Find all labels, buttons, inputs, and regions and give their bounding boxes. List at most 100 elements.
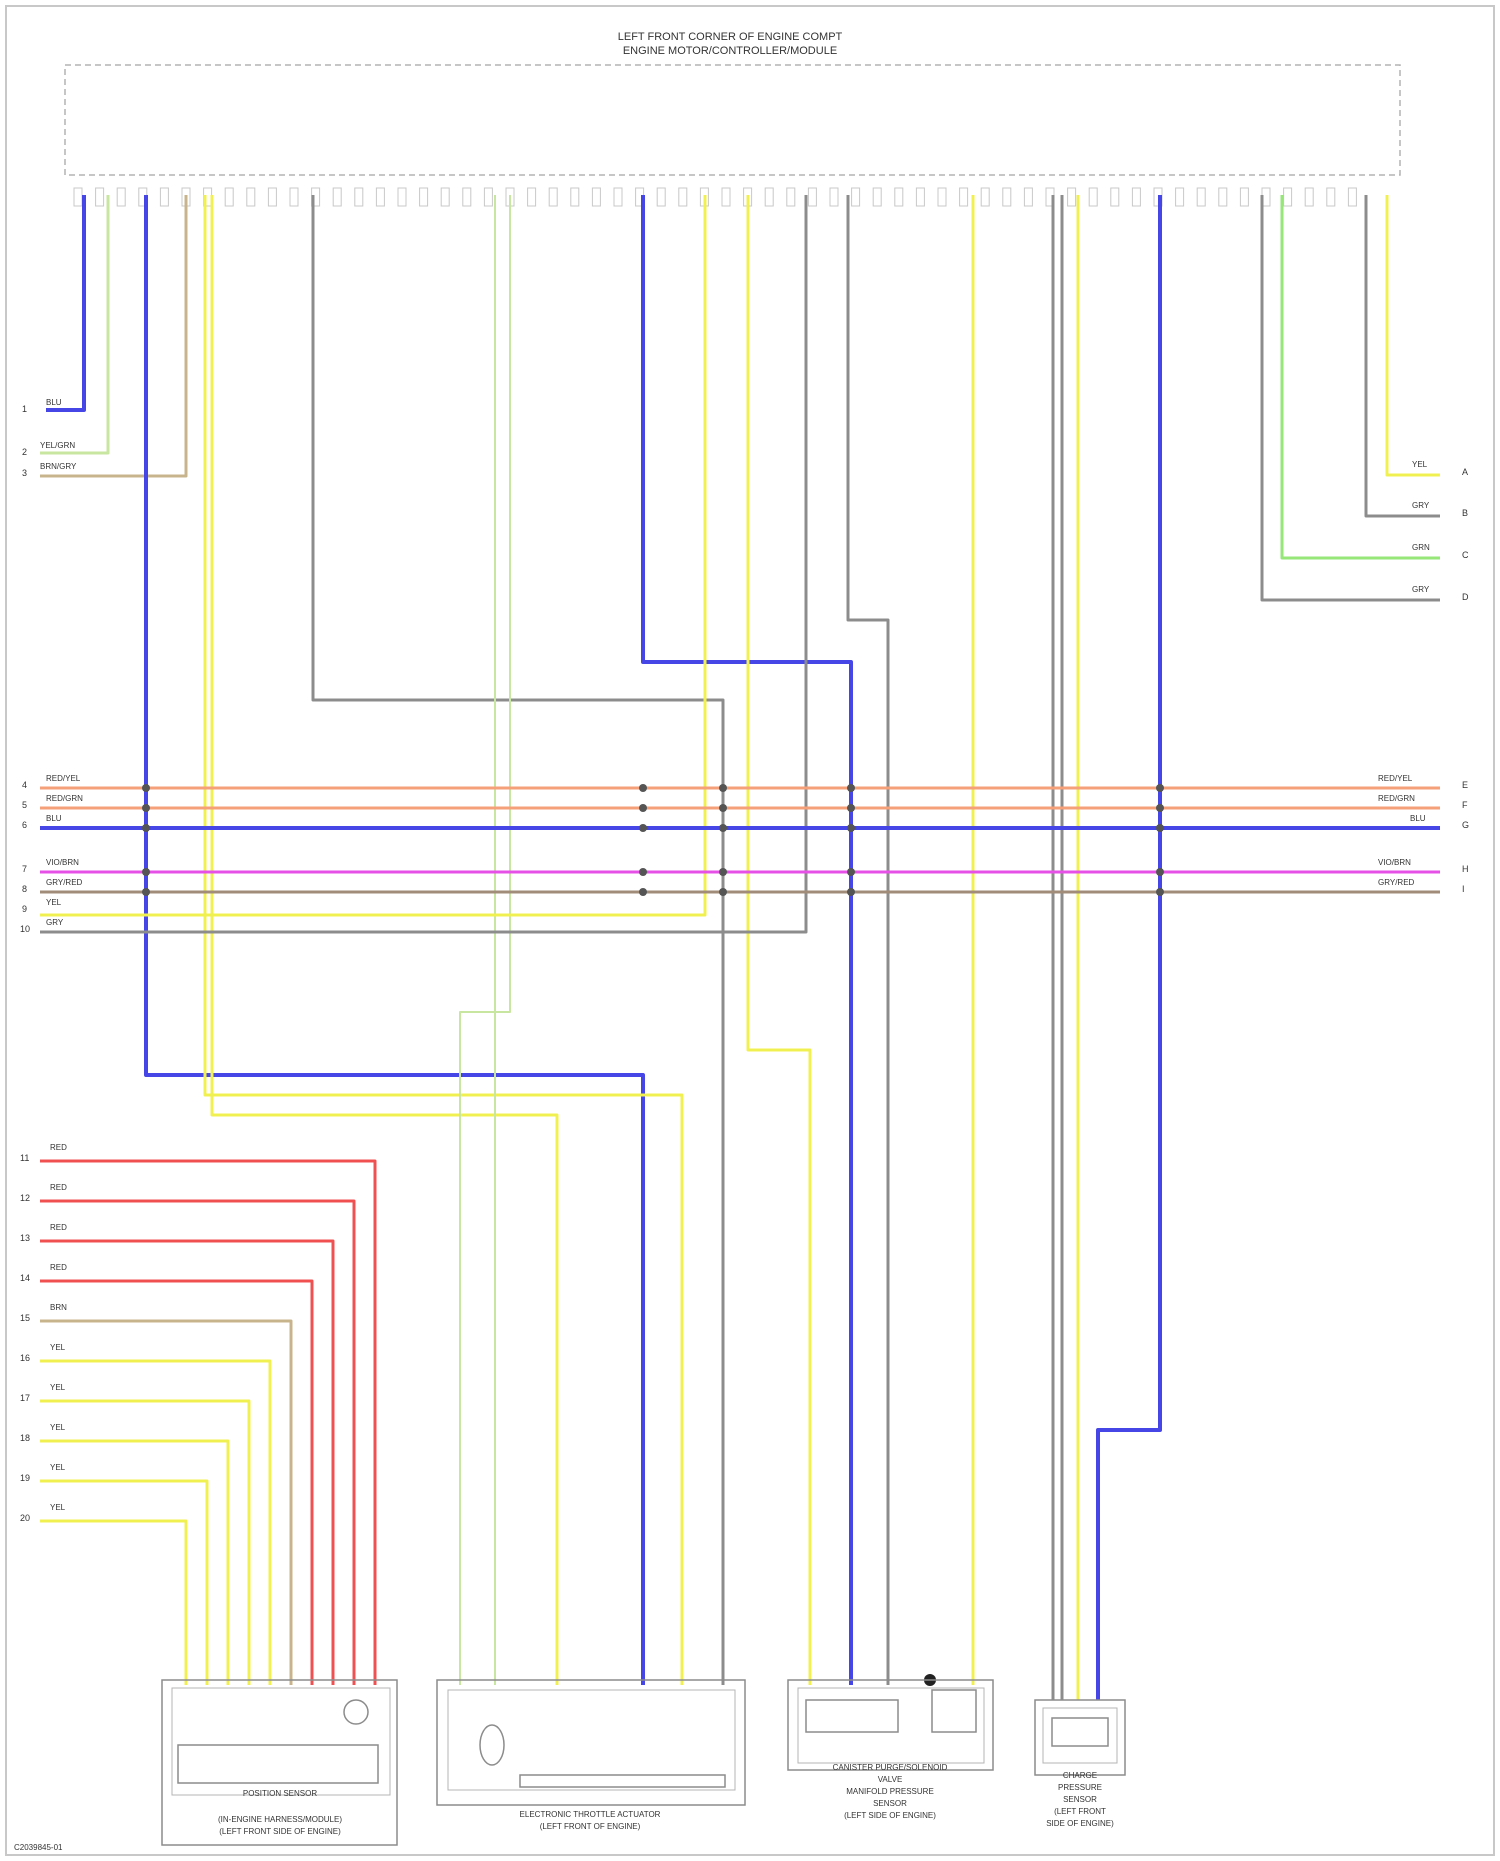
- module-pin: [1348, 188, 1356, 206]
- right-wire-F: RED/GRN: [1378, 794, 1415, 803]
- wire-blu-right: [1098, 195, 1160, 1700]
- splice-junction: [1156, 868, 1164, 876]
- right-ref-B: B: [1462, 508, 1468, 518]
- module-title-line2: ENGINE MOTOR/CONTROLLER/MODULE: [623, 45, 837, 57]
- splice-junction: [847, 888, 855, 896]
- sensor-symbol-icon: [344, 1700, 368, 1724]
- wire-lgrn-2: [460, 195, 510, 1685]
- left-ref-8: 8: [22, 884, 27, 894]
- left-wire-4: RED/YEL: [46, 774, 81, 783]
- purge-connector-body: [788, 1680, 993, 1770]
- module-pin: [1240, 188, 1248, 206]
- left-wire-12: RED: [50, 1183, 67, 1192]
- left-wire-5: RED/GRN: [46, 794, 83, 803]
- module-pin: [160, 188, 168, 206]
- module-pin: [1327, 188, 1335, 206]
- module-pin: [1003, 188, 1011, 206]
- splice-junction: [1156, 888, 1164, 896]
- pressure-location-3: (LEFT FRONT: [1054, 1807, 1106, 1816]
- module-pin: [916, 188, 924, 206]
- module-pin: [484, 188, 492, 206]
- module-pin: [830, 188, 838, 206]
- module-pin: [571, 188, 579, 206]
- left-wire-6: BLU: [46, 814, 62, 823]
- module-pin: [614, 188, 622, 206]
- left-ref-6: 6: [22, 820, 27, 830]
- throttle-location: (LEFT FRONT OF ENGINE): [540, 1822, 641, 1831]
- left-ref-4: 4: [22, 780, 27, 790]
- wire-gry-c1: [40, 195, 806, 932]
- left-wire-18: YEL: [50, 1423, 66, 1432]
- purge-solenoid-element: [806, 1700, 898, 1732]
- wire-gry-c2: [848, 195, 888, 1685]
- sensor-location-1: (IN-ENGINE HARNESS/MODULE): [218, 1815, 342, 1824]
- module-pin: [420, 188, 428, 206]
- module-pin: [938, 188, 946, 206]
- left-ref-19: 19: [20, 1473, 30, 1483]
- module-pin: [1305, 188, 1313, 206]
- left-wire-20: YEL: [50, 1503, 66, 1512]
- module-title-line1: LEFT FRONT CORNER OF ENGINE COMPT: [618, 31, 843, 43]
- module-pin: [441, 188, 449, 206]
- purge-valve-component: CANISTER PURGE/SOLENOID VALVE MANIFOLD P…: [788, 1680, 993, 1820]
- module-pin: [1176, 188, 1184, 206]
- left-ref-20: 20: [20, 1513, 30, 1523]
- right-ref-C: C: [1462, 550, 1469, 560]
- right-wire-A: YEL: [1412, 460, 1428, 469]
- module-pin: [1132, 188, 1140, 206]
- right-ref-I: I: [1462, 884, 1465, 894]
- left-wire-19: YEL: [50, 1463, 66, 1472]
- wire-gry-D: [1262, 195, 1440, 600]
- right-wire-B: GRY: [1412, 501, 1430, 510]
- module-pin: [549, 188, 557, 206]
- right-wire-I: GRY/RED: [1378, 878, 1415, 887]
- module-pin: [355, 188, 363, 206]
- throttle-motor-icon: [480, 1725, 504, 1765]
- splice-junction: [142, 868, 150, 876]
- pressure-location-4: SIDE OF ENGINE): [1046, 1819, 1114, 1828]
- position-sensor-component: POSITION SENSOR (IN-ENGINE HARNESS/MODUL…: [162, 1680, 397, 1845]
- splice-junction: [719, 888, 727, 896]
- right-wire-C: GRN: [1412, 543, 1430, 552]
- module-pin: [268, 188, 276, 206]
- wire-brn-gry-3: [40, 195, 186, 476]
- left-ref-7: 7: [22, 864, 27, 874]
- pressure-sensor-component: CHARGE PRESSURE SENSOR (LEFT FRONT SIDE …: [1035, 1700, 1125, 1828]
- splice-junction: [719, 784, 727, 792]
- right-ref-A: A: [1462, 467, 1468, 477]
- pressure-name: CHARGE: [1063, 1771, 1097, 1780]
- left-wire-9: YEL: [46, 898, 62, 907]
- right-wire-D: GRY: [1412, 585, 1430, 594]
- module-pin: [1197, 188, 1205, 206]
- splice-junction: [1156, 804, 1164, 812]
- left-ref-17: 17: [20, 1393, 30, 1403]
- left-wire-2: YEL/GRN: [40, 441, 75, 450]
- wire-yel-grn-2: [40, 195, 108, 453]
- left-ref-3: 3: [22, 468, 27, 478]
- left-ref-16: 16: [20, 1353, 30, 1363]
- module-pin: [463, 188, 471, 206]
- module-pin: [895, 188, 903, 206]
- pressure-inner-outline: [1043, 1708, 1117, 1763]
- ecm-module-box: [65, 65, 1400, 175]
- left-ref-5: 5: [22, 800, 27, 810]
- right-wire-E: RED/YEL: [1378, 774, 1413, 783]
- splice-junction: [847, 824, 855, 832]
- right-wire-G: BLU: [1410, 814, 1426, 823]
- left-wire-11: RED: [50, 1143, 67, 1152]
- left-wire-13: RED: [50, 1223, 67, 1232]
- right-ref-H: H: [1462, 864, 1469, 874]
- module-pin: [1111, 188, 1119, 206]
- splice-junction: [847, 784, 855, 792]
- module-pin: [74, 188, 82, 206]
- splice-junction: [142, 824, 150, 832]
- wire-blu-1: [46, 195, 84, 410]
- sensor-inner-outline: [172, 1688, 390, 1795]
- splice-junction: [719, 868, 727, 876]
- module-pin-row: [74, 188, 1356, 206]
- splice-junction: [639, 868, 647, 876]
- module-pin: [1089, 188, 1097, 206]
- module-pin: [679, 188, 687, 206]
- sensor-harness-wire-7: [40, 1401, 249, 1685]
